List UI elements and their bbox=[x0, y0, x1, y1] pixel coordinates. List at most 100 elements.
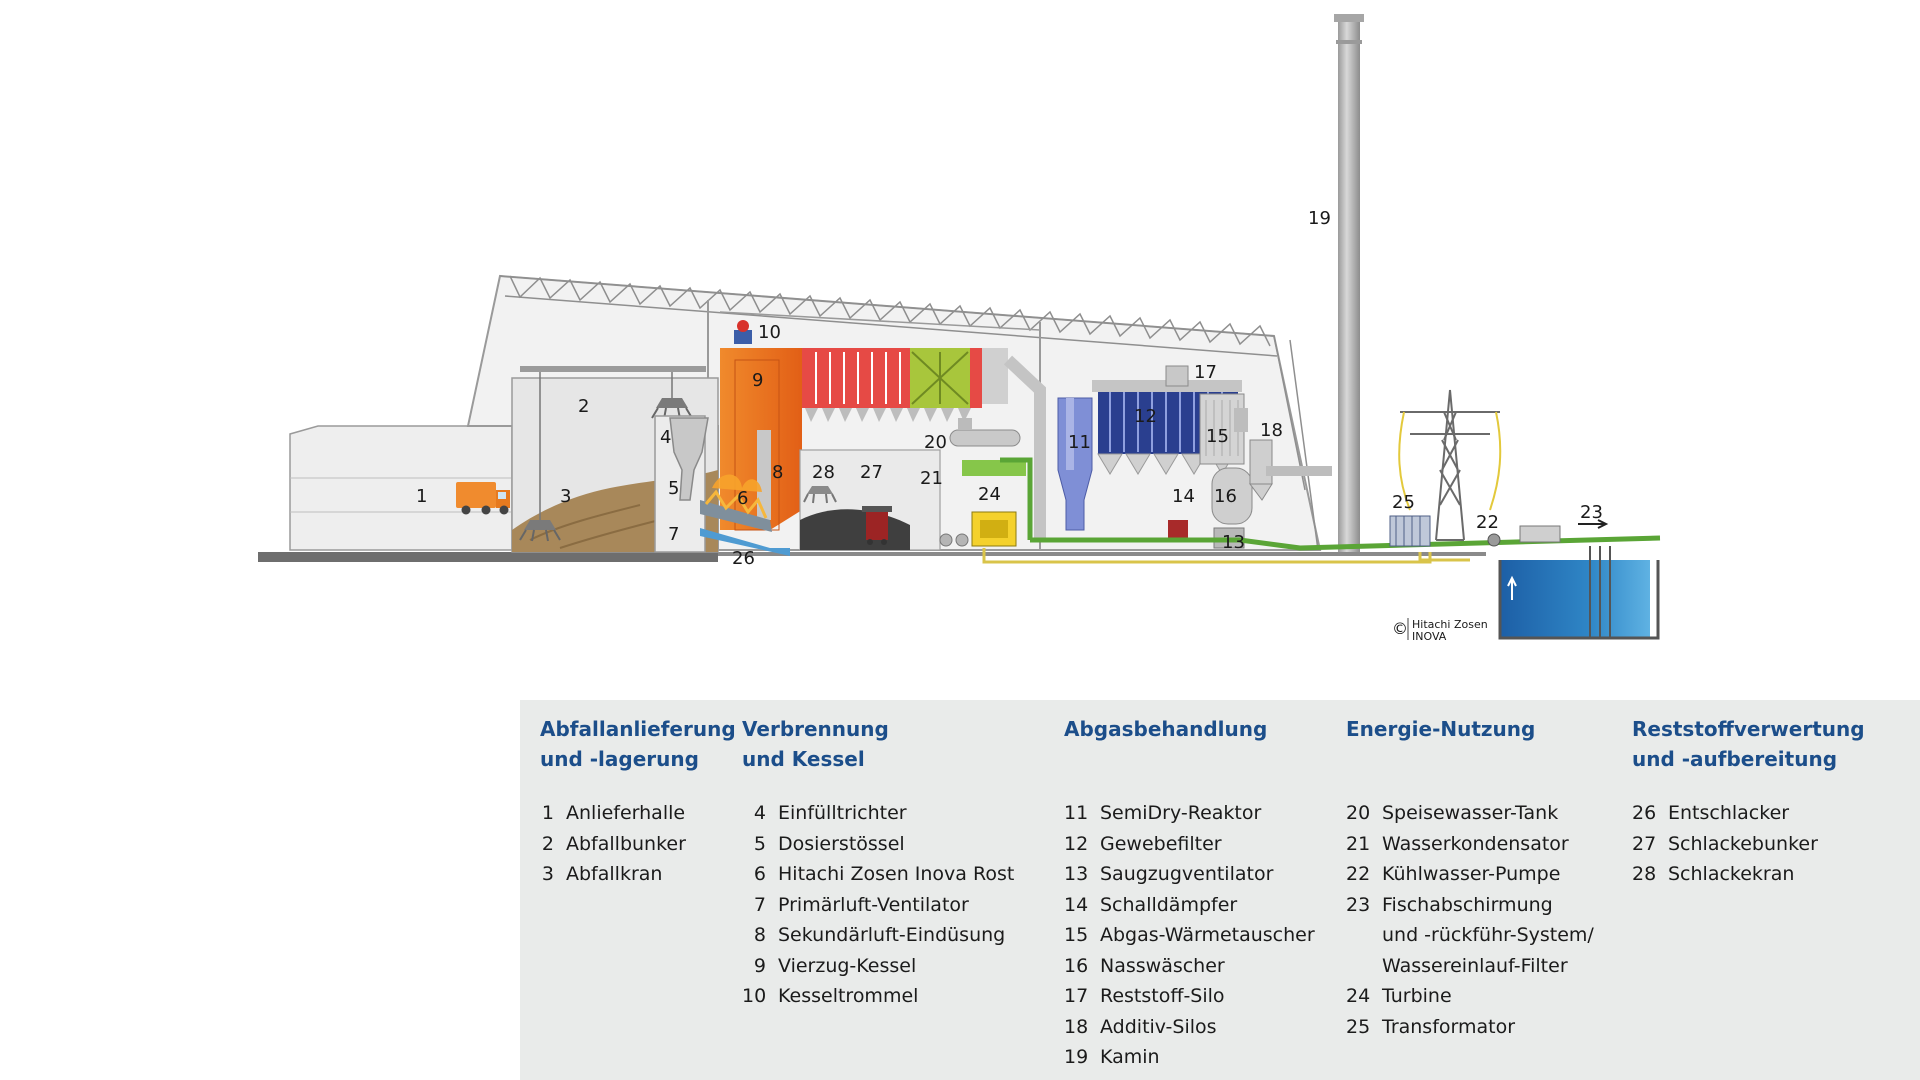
outflow-arrow-icon bbox=[1578, 519, 1609, 529]
deslagger bbox=[700, 528, 790, 556]
slag-container bbox=[866, 510, 888, 540]
callout-14: 14 bbox=[1172, 486, 1195, 507]
transformer bbox=[1389, 515, 1431, 547]
callout-5: 5 bbox=[668, 478, 679, 499]
callout-16: 16 bbox=[1214, 486, 1237, 507]
slag-crane-grab bbox=[803, 486, 837, 504]
callout-13: 13 bbox=[1222, 532, 1245, 553]
legend-heading: Energie-Nutzung bbox=[1346, 717, 1536, 741]
callout-26: 26 bbox=[732, 548, 755, 569]
wet-scrubber bbox=[1211, 467, 1253, 525]
garbage-truck bbox=[456, 482, 510, 515]
callout-numbers: 1 2 3 4 5 6 7 8 9 10 11 12 13 14 15 16 1… bbox=[416, 208, 1603, 569]
callout-6: 6 bbox=[737, 488, 748, 509]
legend-heading: Verbrennung und Kessel bbox=[742, 717, 889, 771]
boiler-drum bbox=[734, 330, 752, 344]
roof-truss bbox=[499, 275, 1319, 551]
callout-24: 24 bbox=[978, 484, 1001, 505]
callout-27: 27 bbox=[860, 462, 883, 483]
legend-column-residues: Reststoffverwertung und -aufbereitung 26… bbox=[1632, 714, 1865, 890]
green-pipe bbox=[1030, 535, 1661, 551]
legend-heading: Reststoffverwertung und -aufbereitung bbox=[1632, 717, 1865, 771]
legend-item: Wassereinlauf-Filter bbox=[1382, 954, 1568, 977]
callout-17: 17 bbox=[1194, 362, 1217, 383]
callout-28: 28 bbox=[812, 462, 835, 483]
callout-3: 3 bbox=[560, 486, 571, 507]
callout-7: 7 bbox=[668, 524, 679, 545]
chimney bbox=[1338, 20, 1360, 552]
callout-2: 2 bbox=[578, 396, 589, 417]
callout-22: 22 bbox=[1476, 512, 1499, 533]
cooling-water-pump bbox=[1487, 533, 1501, 547]
copyright-line2: INOVA bbox=[1412, 630, 1447, 643]
callout-21: 21 bbox=[920, 468, 943, 489]
copyright-line1: Hitachi Zosen bbox=[1412, 618, 1488, 631]
callout-9: 9 bbox=[752, 370, 763, 391]
condenser bbox=[962, 460, 1026, 476]
flue-gas-pass bbox=[802, 348, 1008, 422]
callout-1: 1 bbox=[416, 486, 427, 507]
residue-silo bbox=[1165, 365, 1189, 387]
callout-12: 12 bbox=[1134, 406, 1157, 427]
crane-rail bbox=[520, 366, 706, 372]
copyright-symbol: © bbox=[1392, 619, 1408, 638]
callout-4: 4 bbox=[660, 427, 671, 448]
inflow-arrow-icon bbox=[1507, 575, 1517, 600]
turbine bbox=[971, 511, 1017, 547]
callout-15: 15 bbox=[1206, 426, 1229, 447]
power-pylon bbox=[1400, 389, 1500, 541]
additive-silos bbox=[1249, 439, 1273, 485]
cooling-water-pond bbox=[1500, 560, 1650, 638]
legend-heading: Abgasbehandlung bbox=[1064, 717, 1268, 741]
callout-19: 19 bbox=[1308, 208, 1331, 229]
legend-item: und -rückführ-System/ bbox=[1382, 924, 1594, 946]
copyright-mark: © Hitachi Zosen INOVA bbox=[1392, 618, 1488, 643]
legend-heading: Abfallanlieferung und -lagerung bbox=[540, 717, 736, 771]
delivery-hall bbox=[289, 425, 513, 551]
feedwater-tank bbox=[949, 429, 1021, 447]
yellow-pipe bbox=[982, 548, 1432, 564]
callout-20: 20 bbox=[924, 432, 947, 453]
waste-crane-grab bbox=[519, 398, 693, 542]
callout-23: 23 bbox=[1580, 502, 1603, 523]
callout-8: 8 bbox=[772, 462, 783, 483]
callout-18: 18 bbox=[1260, 420, 1283, 441]
callout-25: 25 bbox=[1392, 492, 1415, 513]
silencer bbox=[1168, 520, 1188, 542]
feed-hopper bbox=[669, 417, 709, 501]
